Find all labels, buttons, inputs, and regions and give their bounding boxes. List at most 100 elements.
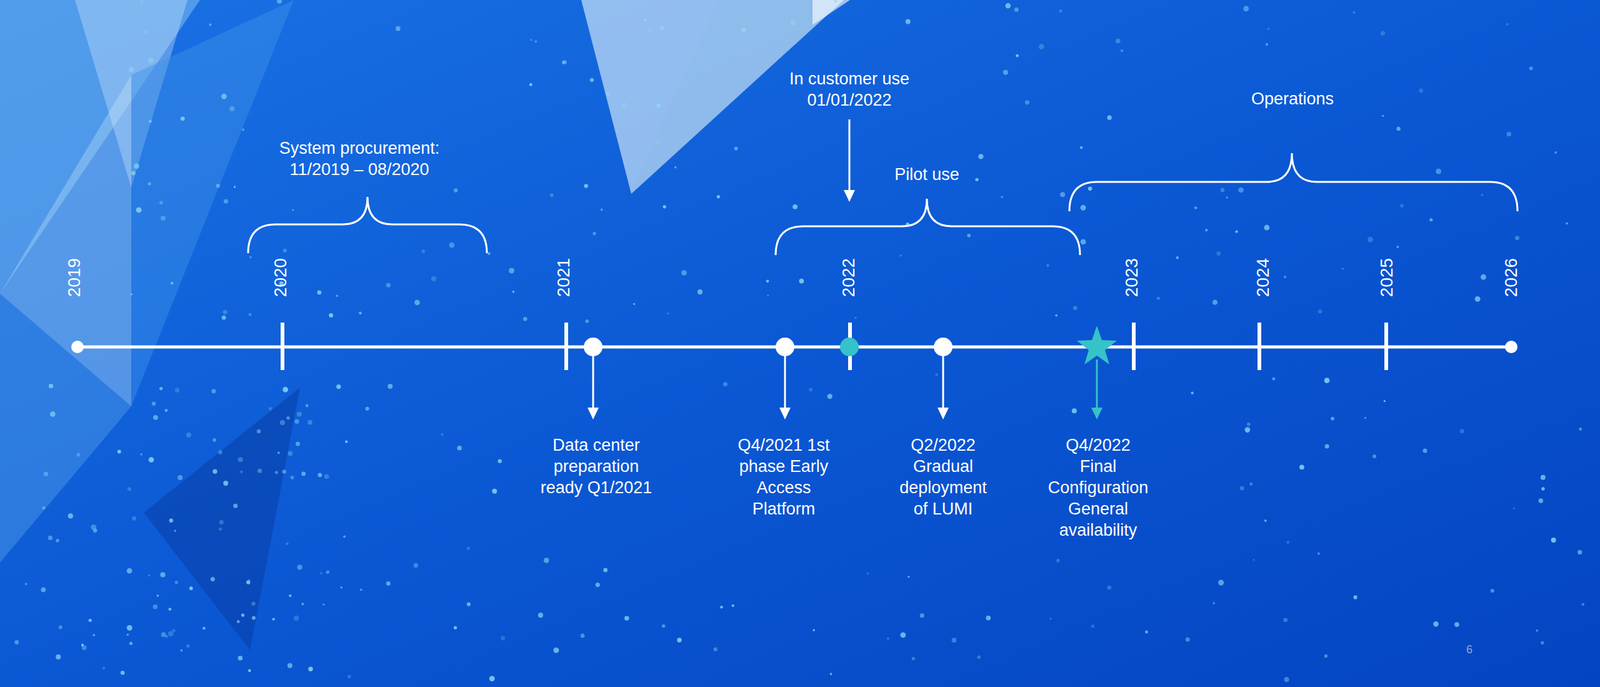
star-dot bbox=[223, 480, 229, 486]
star-dot bbox=[585, 319, 589, 324]
milestone-label: In customer use 01/01/2022 bbox=[785, 68, 914, 111]
star-dot bbox=[1263, 225, 1270, 231]
star-dot bbox=[143, 30, 148, 35]
star-dot bbox=[583, 183, 589, 189]
star-dot bbox=[1341, 267, 1344, 270]
star-dot bbox=[151, 401, 156, 405]
star-dot bbox=[466, 601, 471, 606]
milestone-dot bbox=[933, 337, 953, 357]
star-dot bbox=[1372, 454, 1377, 459]
star-dot bbox=[1005, 3, 1011, 9]
star-dot bbox=[238, 655, 244, 661]
crystal-shape bbox=[143, 387, 300, 650]
star-dot bbox=[189, 586, 194, 590]
star-dot bbox=[681, 270, 687, 276]
star-dot bbox=[316, 290, 322, 295]
star-dot bbox=[1252, 558, 1255, 561]
star-dot bbox=[320, 571, 322, 574]
star-dot bbox=[1317, 552, 1320, 555]
star-dot bbox=[1240, 485, 1245, 490]
star-dot bbox=[177, 475, 183, 480]
star-dot bbox=[249, 256, 252, 259]
star-dot bbox=[978, 153, 984, 159]
star-dot bbox=[1529, 66, 1534, 71]
star-dot bbox=[1581, 602, 1585, 606]
star-dot bbox=[229, 106, 235, 112]
star-dot bbox=[790, 20, 796, 26]
star-dot bbox=[290, 475, 295, 480]
star-dot bbox=[655, 140, 661, 147]
star-dot bbox=[1324, 377, 1330, 384]
star-dot bbox=[1353, 595, 1357, 599]
arrow-head bbox=[587, 407, 599, 420]
star-dot bbox=[512, 290, 515, 293]
timeline-end-dot bbox=[71, 340, 84, 354]
star-dot bbox=[241, 128, 245, 132]
star-dot bbox=[456, 445, 462, 450]
star-dot bbox=[268, 406, 273, 411]
star-dot bbox=[127, 486, 132, 491]
star-dot bbox=[812, 628, 815, 632]
star-dot bbox=[43, 471, 49, 477]
star-dot bbox=[301, 471, 306, 477]
star-dot bbox=[165, 408, 169, 412]
star-dot bbox=[580, 633, 585, 639]
star-dot bbox=[326, 570, 330, 574]
star-dot bbox=[328, 313, 334, 318]
star-dot bbox=[152, 604, 158, 610]
star-dot bbox=[240, 470, 243, 473]
star-dot bbox=[174, 530, 177, 532]
star-dot bbox=[223, 310, 228, 315]
star-dot bbox=[1286, 540, 1290, 544]
star-dot bbox=[156, 594, 160, 597]
year-tick bbox=[1384, 322, 1389, 370]
star-dot bbox=[208, 23, 212, 27]
star-dot bbox=[343, 535, 346, 539]
star-dot bbox=[661, 624, 666, 629]
star-dot bbox=[1216, 251, 1221, 256]
star-dot bbox=[431, 275, 437, 282]
star-dot bbox=[523, 316, 527, 321]
star-dot bbox=[1364, 416, 1367, 419]
star-dot bbox=[449, 242, 455, 249]
star-dot bbox=[529, 83, 533, 87]
star-dot bbox=[792, 204, 798, 210]
star-dot bbox=[168, 630, 174, 637]
year-label: 2023 bbox=[1121, 258, 1142, 297]
star-dot bbox=[287, 663, 293, 669]
star-dot bbox=[1480, 274, 1487, 280]
star-dot bbox=[1330, 416, 1335, 421]
star-dot bbox=[130, 293, 133, 295]
star-dot bbox=[1578, 427, 1582, 431]
star-dot bbox=[88, 618, 92, 622]
star-dot bbox=[221, 315, 227, 320]
star-dot bbox=[210, 576, 215, 582]
star-dot bbox=[734, 146, 739, 151]
year-label: 2019 bbox=[64, 258, 85, 297]
star-dot bbox=[386, 282, 391, 287]
star-dot bbox=[498, 458, 502, 463]
star-dot bbox=[592, 231, 596, 235]
star-dot bbox=[1380, 31, 1385, 36]
star-dot bbox=[920, 613, 925, 618]
star-dot bbox=[233, 185, 236, 188]
star-dot bbox=[365, 406, 369, 411]
star-dot bbox=[766, 294, 769, 297]
star-dot bbox=[175, 580, 179, 584]
star-dot bbox=[1003, 70, 1009, 75]
brace bbox=[1069, 153, 1518, 212]
star-dot bbox=[508, 267, 515, 274]
star-dot bbox=[160, 571, 165, 577]
star-dot bbox=[48, 383, 54, 389]
star-dot bbox=[1540, 475, 1546, 480]
star-dot bbox=[336, 295, 339, 297]
star-dot bbox=[1396, 245, 1400, 249]
star-dot bbox=[168, 607, 172, 611]
star-dot bbox=[534, 40, 537, 43]
year-label: 2020 bbox=[270, 258, 291, 297]
star-dot bbox=[126, 568, 133, 574]
star-dot bbox=[624, 615, 630, 621]
star-dot bbox=[491, 488, 497, 494]
star-dot bbox=[1480, 193, 1484, 197]
star-dot bbox=[295, 441, 300, 446]
